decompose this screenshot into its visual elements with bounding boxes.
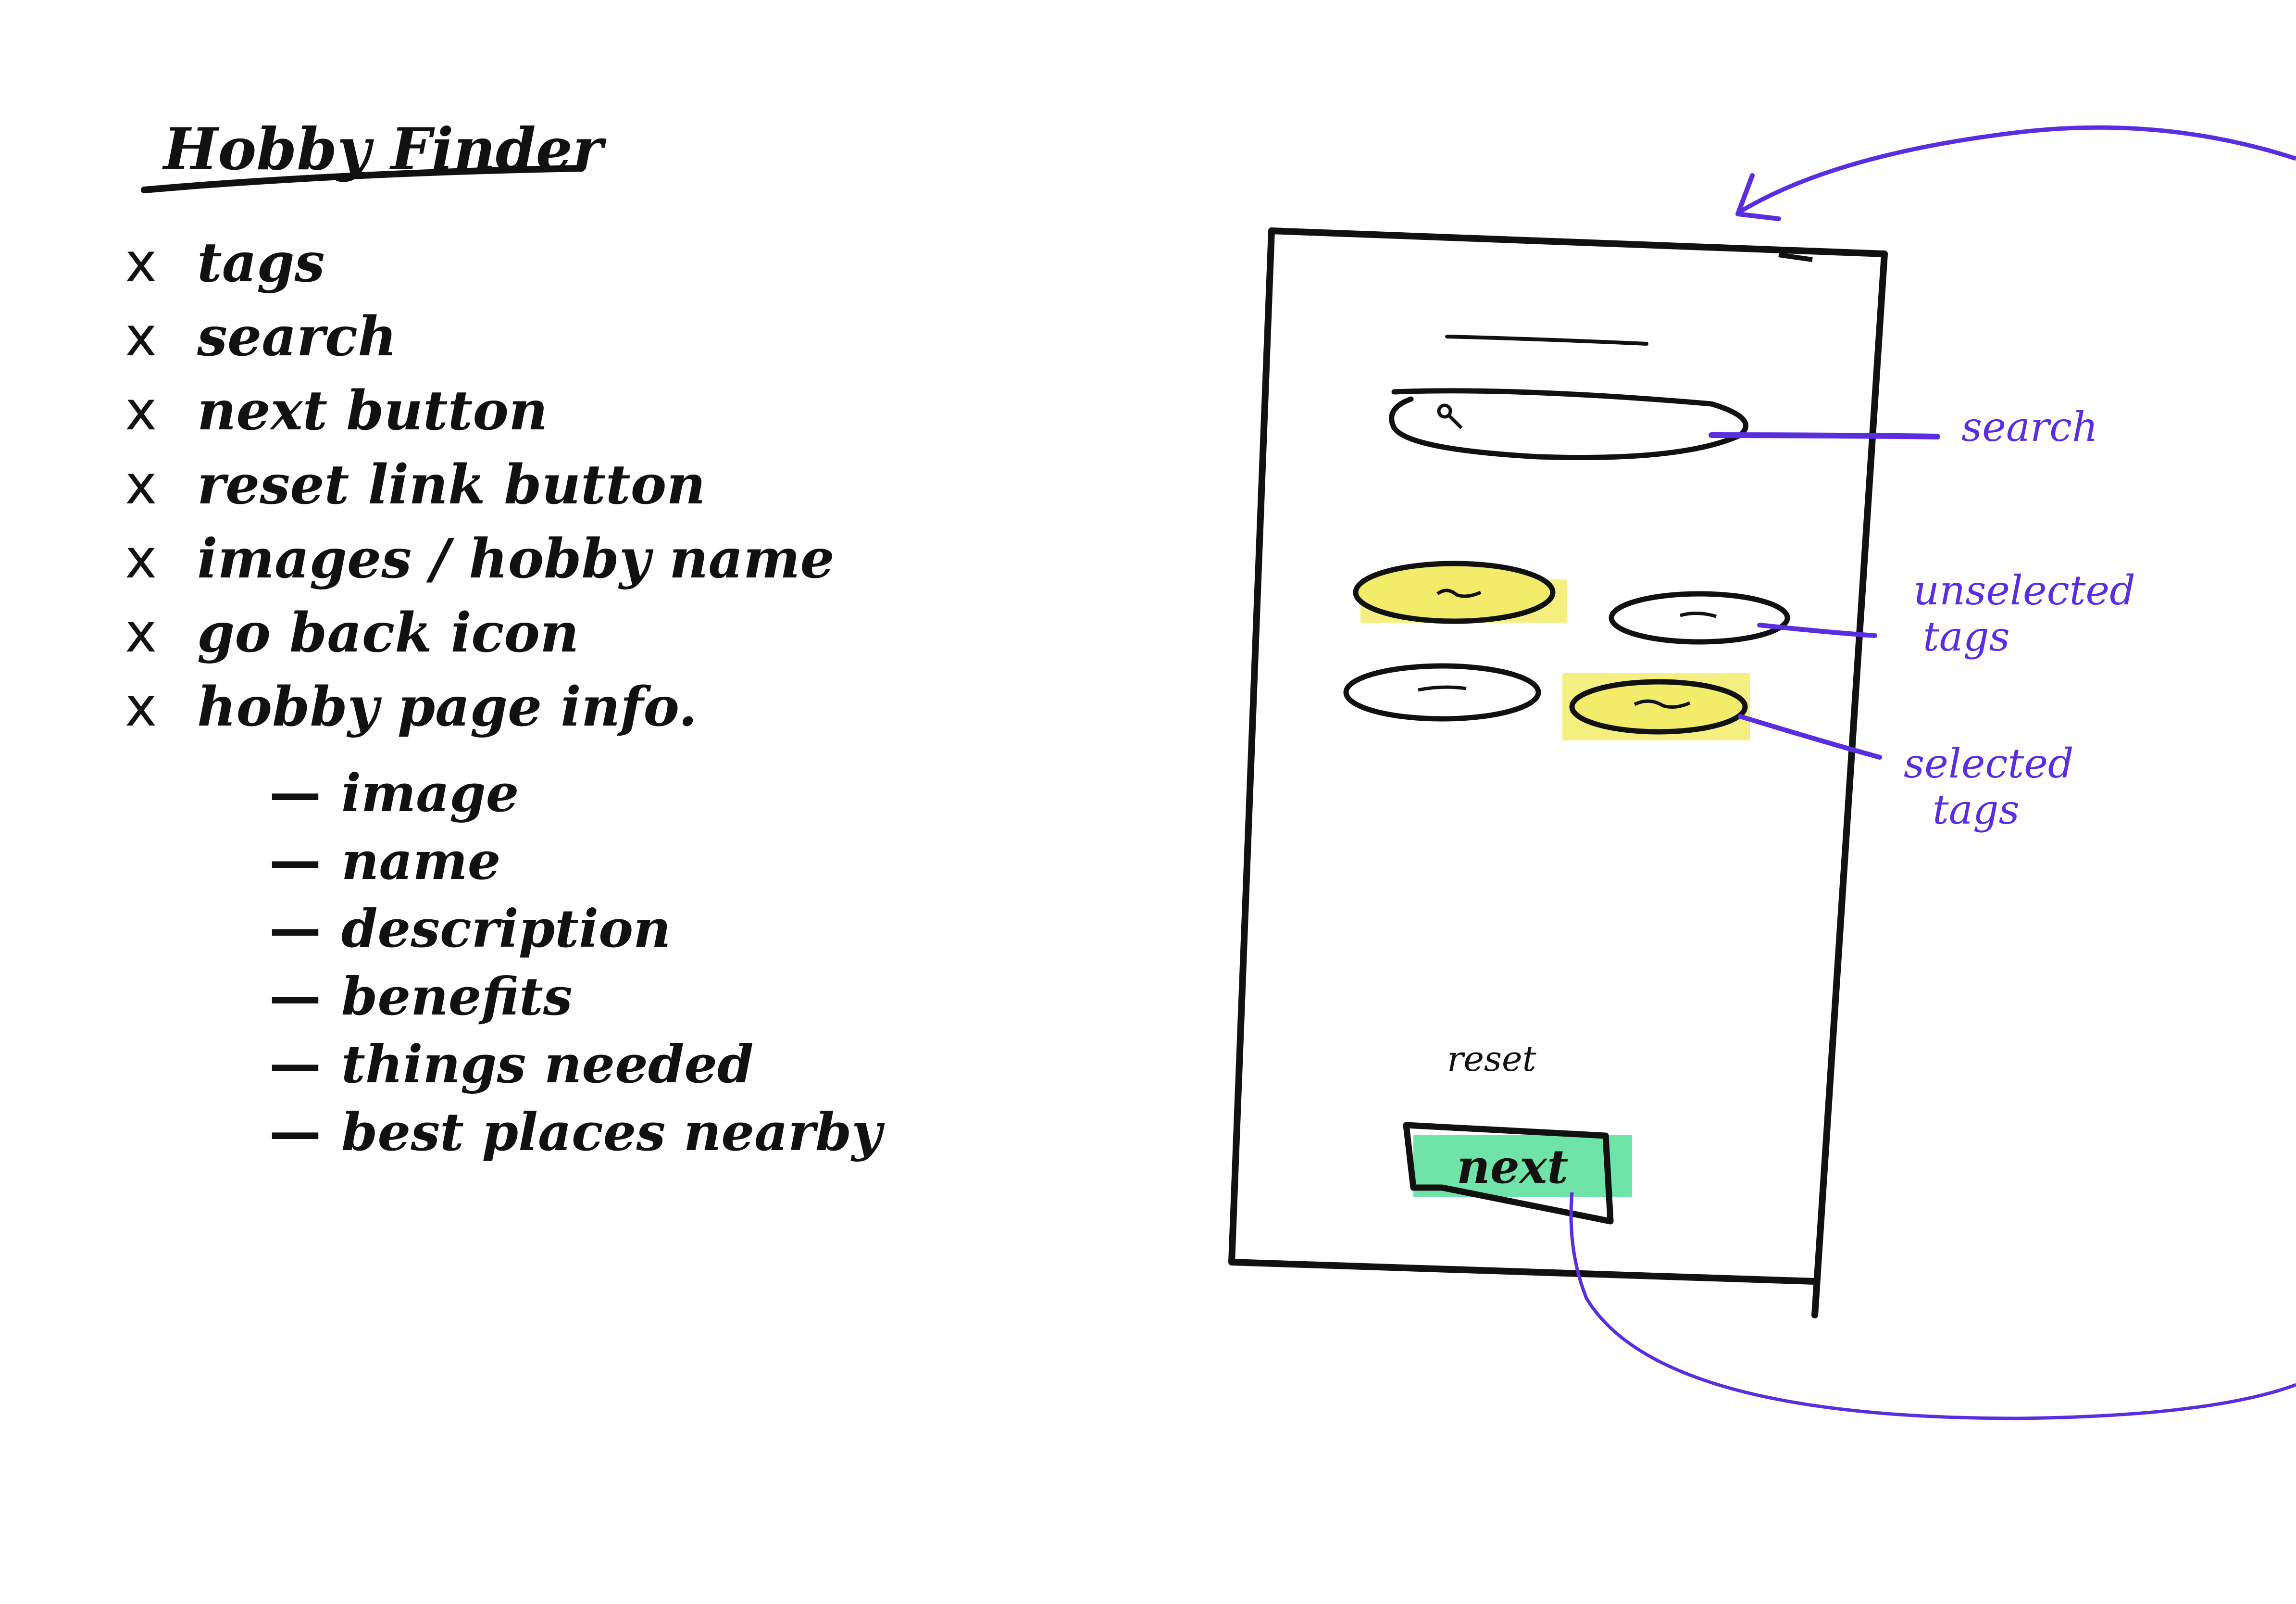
- sublist-item: —description: [269, 895, 882, 963]
- next-button: [1403, 1122, 1614, 1225]
- arrowhead-icon: [1735, 173, 1781, 221]
- header-placeholder-line: [1445, 335, 1648, 346]
- sublist-item: —name: [269, 827, 882, 895]
- search-field: [1389, 388, 1748, 461]
- annotation-selected-tags: selected tags: [1904, 740, 2074, 833]
- search-pointer: [1709, 432, 1940, 439]
- dash-icon: —: [269, 831, 321, 891]
- phone-frame: [1228, 227, 1888, 1318]
- check-mark-icon: x: [125, 232, 157, 294]
- sublist-item: —best places nearby: [269, 1099, 882, 1166]
- check-mark-icon: x: [125, 306, 157, 368]
- reset-link-button[interactable]: reset: [1447, 1039, 1536, 1079]
- unselected-pointer: [1757, 623, 1877, 638]
- dash-icon: —: [269, 899, 321, 959]
- dash-icon: —: [269, 967, 321, 1027]
- unselected-tag: [1343, 663, 1541, 722]
- check-mark-icon: x: [125, 676, 157, 739]
- unselected-tag: [1609, 591, 1790, 645]
- search-icon: [1437, 403, 1463, 429]
- selected-tag: [1569, 679, 1748, 735]
- hobby-page-info-list: —image —name —description —benefits —thi…: [269, 760, 882, 1166]
- flow-arrow: [1569, 1192, 2296, 1420]
- check-mark-icon: x: [125, 528, 157, 590]
- check-mark-icon: x: [125, 454, 157, 516]
- check-mark-icon: x: [125, 602, 157, 664]
- annotation-unselected-tags: unselected tags: [1913, 567, 2135, 660]
- annotation-search: search: [1961, 403, 2098, 451]
- check-mark-icon: x: [125, 380, 157, 442]
- dash-icon: —: [269, 1103, 321, 1163]
- dash-icon: —: [269, 1035, 321, 1095]
- selected-pointer: [1738, 714, 1882, 760]
- next-button-label[interactable]: next: [1457, 1140, 1569, 1194]
- sublist-item: —things needed: [269, 1031, 882, 1099]
- sublist-item: —image: [269, 760, 882, 827]
- sublist-item: —benefits: [269, 963, 882, 1031]
- dash-icon: —: [269, 764, 321, 824]
